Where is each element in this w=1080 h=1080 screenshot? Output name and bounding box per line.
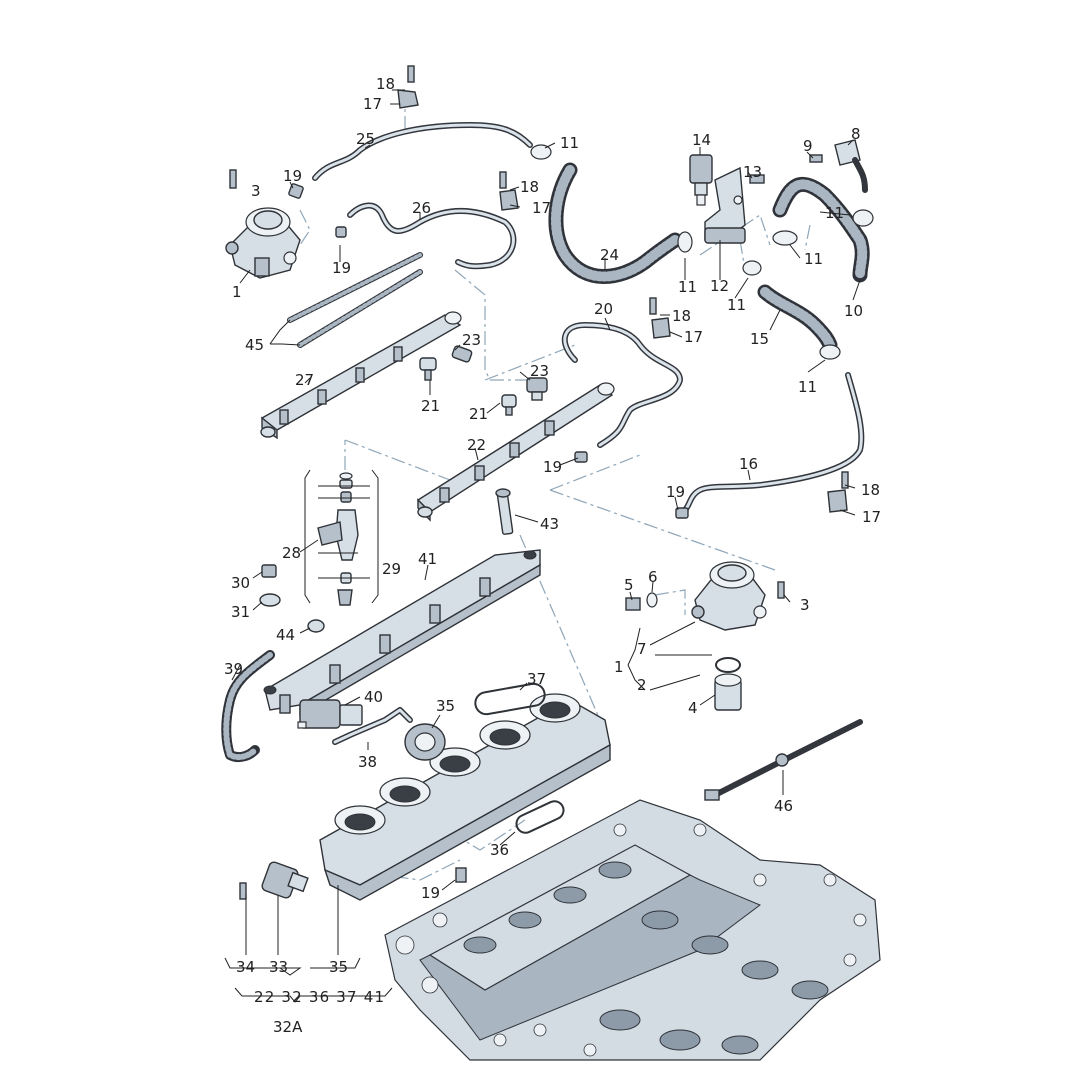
intake-manifold-35 xyxy=(319,693,611,901)
label-33: 33 xyxy=(269,958,288,976)
label-40: 40 xyxy=(364,688,383,706)
injector-23-b xyxy=(526,377,548,401)
label-1-b: 1 xyxy=(614,658,624,676)
label-11-d: 11 xyxy=(804,250,823,268)
label-17-top: 17 xyxy=(363,95,382,113)
label-43: 43 xyxy=(540,515,559,533)
solenoid-40 xyxy=(297,699,363,729)
label-18-top: 18 xyxy=(376,75,395,93)
label-35-b: 35 xyxy=(329,958,348,976)
label-46: 46 xyxy=(774,797,793,815)
roller-tappet-4 xyxy=(714,673,742,711)
label-11-e: 11 xyxy=(727,296,746,314)
label-18-b: 18 xyxy=(520,178,539,196)
label-29: 29 xyxy=(382,560,401,578)
label-14: 14 xyxy=(692,131,711,149)
label-23-b: 23 xyxy=(530,362,549,380)
manifold-41 xyxy=(263,549,541,717)
label-28: 28 xyxy=(282,544,301,562)
injector-23-a xyxy=(451,345,473,363)
label-19-b: 19 xyxy=(332,259,351,277)
label-4: 4 xyxy=(688,699,698,717)
label-3-a: 3 xyxy=(251,182,261,200)
wiring-45 xyxy=(287,252,423,348)
label-45: 45 xyxy=(245,336,264,354)
label-18-c: 18 xyxy=(672,307,691,325)
label-3-b: 3 xyxy=(800,596,810,614)
label-8: 8 xyxy=(851,125,861,143)
label-24: 24 xyxy=(600,246,619,264)
gasket-37 xyxy=(474,682,546,716)
bracket-12 xyxy=(704,166,746,244)
label-37: 37 xyxy=(527,670,546,688)
label-19-d: 19 xyxy=(666,483,685,501)
label-17-b: 17 xyxy=(532,199,551,217)
sensor-33 xyxy=(261,861,309,899)
label-19-a: 19 xyxy=(283,167,302,185)
label-34: 34 xyxy=(236,958,255,976)
label-10: 10 xyxy=(844,302,863,320)
label-15: 15 xyxy=(750,330,769,348)
hoses xyxy=(221,162,870,763)
label-6: 6 xyxy=(648,568,658,586)
cable-tie-46 xyxy=(704,719,863,801)
label-7: 7 xyxy=(637,640,647,658)
gasket-36 xyxy=(515,800,565,834)
label-11-b: 11 xyxy=(825,204,844,222)
callout-labels: 18 17 25 11 14 13 9 8 19 3 26 18 17 11 2… xyxy=(224,75,881,1036)
label-2: 2 xyxy=(637,676,647,694)
label-5: 5 xyxy=(624,576,634,594)
label-1-a: 1 xyxy=(232,283,242,301)
stud-43 xyxy=(495,488,514,535)
label-18-d: 18 xyxy=(861,481,880,499)
label-32a: 32A xyxy=(273,1018,303,1036)
label-19-e: 19 xyxy=(421,884,440,902)
label-16: 16 xyxy=(739,455,758,473)
label-11-a: 11 xyxy=(560,134,579,152)
label-27: 27 xyxy=(295,371,314,389)
label-21-b: 21 xyxy=(469,405,488,423)
label-22: 22 xyxy=(467,436,486,454)
label-12: 12 xyxy=(710,277,729,295)
pressure-sensor-14 xyxy=(689,154,713,206)
label-30: 30 xyxy=(231,574,250,592)
label-31: 31 xyxy=(231,603,250,621)
label-44: 44 xyxy=(276,626,295,644)
pump-1-lower xyxy=(691,561,767,631)
label-19-c: 19 xyxy=(543,458,562,476)
label-26: 26 xyxy=(412,199,431,217)
fitting-8 xyxy=(834,139,868,193)
label-11-c: 11 xyxy=(678,278,697,296)
label-13: 13 xyxy=(743,163,762,181)
leader-lines xyxy=(224,89,861,1003)
label-41: 41 xyxy=(418,550,437,568)
label-9: 9 xyxy=(803,137,813,155)
fuel-lines xyxy=(312,122,865,745)
label-25: 25 xyxy=(356,130,375,148)
label-11-f: 11 xyxy=(798,378,817,396)
fuel-rail-22 xyxy=(416,382,615,522)
label-35-a: 35 xyxy=(436,697,455,715)
label-23-a: 23 xyxy=(462,331,481,349)
label-17-d: 17 xyxy=(862,508,881,526)
label-39: 39 xyxy=(224,660,243,678)
engine-block-illustration xyxy=(384,799,881,1061)
injector-21-a xyxy=(419,357,437,381)
label-36: 36 xyxy=(490,841,509,859)
o-ring-2 xyxy=(715,657,741,673)
injector-stack-28 xyxy=(317,472,359,606)
injector-21-b xyxy=(501,394,517,416)
pump-1-top xyxy=(225,207,301,279)
clamp-set xyxy=(397,89,848,513)
fuel-rail-27 xyxy=(260,311,462,440)
label-21-a: 21 xyxy=(421,397,440,415)
hose-clamps-11 xyxy=(530,144,874,360)
label-38: 38 xyxy=(358,753,377,771)
bolts xyxy=(229,65,849,900)
label-17-c: 17 xyxy=(684,328,703,346)
label-footnote-set: 22 32 36 37 41 xyxy=(254,988,384,1006)
label-20: 20 xyxy=(594,300,613,318)
